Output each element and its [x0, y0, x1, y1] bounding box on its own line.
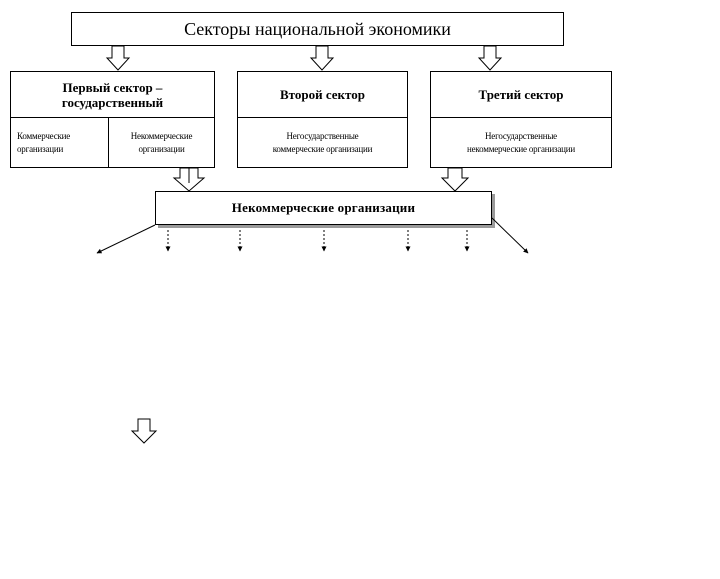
sector-2-sub-line2: коммерческие организации: [272, 143, 373, 154]
sector-2-sub-label: Негосударственные коммерческие организац…: [273, 130, 373, 156]
sector-1-title-box: Первый сектор – государственный: [10, 71, 215, 118]
sector-1-title: Первый сектор – государственный: [62, 80, 163, 110]
block-arrow-title-to-sector-1: [105, 45, 131, 71]
sector-3-sub-line2: некоммерческие организации: [466, 143, 575, 154]
nko-box: Некоммерческие организации: [155, 191, 492, 225]
sector-1-title-line1: Первый сектор –: [62, 79, 163, 95]
sector-1-commercial-line1: Коммерческие: [17, 130, 71, 141]
sector-1-noncommercial-line1: Некоммерческие: [130, 130, 193, 141]
sector-3-sub-box: Негосударственные некоммерческие организ…: [430, 117, 612, 168]
nko-label: Некоммерческие организации: [231, 200, 416, 215]
sector-1-commercial-label: Коммерческие организации: [17, 130, 70, 156]
sector-3-sub-label: Негосударственные некоммерческие организ…: [467, 130, 575, 156]
sector-3-title: Третий сектор: [478, 87, 564, 102]
sector-3-title-box: Третий сектор: [430, 71, 612, 118]
diagram-title: Секторы национальной экономики: [184, 18, 451, 39]
thin-arrow-1: [96, 224, 156, 254]
sector-2-sub-line1: Негосударственные: [286, 130, 359, 141]
sector-2-sub-box: Негосударственные коммерческие организац…: [237, 117, 408, 168]
diagram-title-box: Секторы национальной экономики: [71, 12, 564, 46]
sector-1-noncommercial-line2: организации: [138, 143, 185, 154]
sector-1-title-line2: государственный: [61, 94, 164, 110]
block-arrow-sector-3-to-nko: [440, 167, 470, 192]
sector-1-noncommercial-box: Некоммерческие организации: [108, 117, 215, 168]
sector-1-commercial-box: Коммерческие организации: [10, 117, 109, 168]
block-arrow-title-to-sector-3: [477, 45, 503, 71]
sector-1-noncommercial-label: Некоммерческие организации: [131, 130, 193, 156]
sector-1-commercial-line2: организации: [17, 143, 64, 154]
block-arrow-title-to-sector-2: [309, 45, 335, 71]
sector-2-title-box: Второй сектор: [237, 71, 408, 118]
thin-arrow-7: [491, 217, 529, 254]
block-arrow-lower: [130, 418, 158, 444]
sector-2-title: Второй сектор: [280, 87, 365, 102]
sector-3-sub-line1: Негосударственные: [485, 130, 557, 141]
